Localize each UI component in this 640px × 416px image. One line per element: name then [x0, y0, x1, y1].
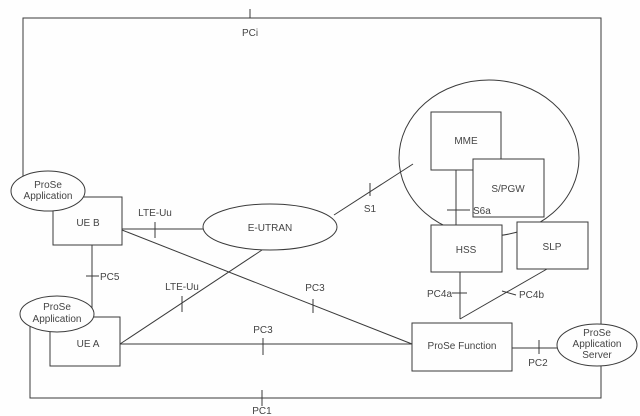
prose-app-a-node [19, 295, 95, 333]
prose-app-server-label-3: Server [582, 350, 612, 361]
prose-app-a-label-1: ProSe [43, 302, 71, 313]
eutran-node [202, 203, 338, 251]
ue-b-label: UE B [76, 218, 100, 229]
slp-box [516, 221, 589, 270]
prose-app-b-node [10, 170, 86, 212]
pc2-label: PC2 [528, 358, 548, 369]
prose-function-label: ProSe Function [428, 341, 497, 352]
pc4b-label: PC4b [519, 290, 544, 301]
s1-label: S1 [364, 204, 377, 215]
prose-app-server-label-2: Application [573, 339, 622, 350]
pc4a-label: PC4a [427, 289, 452, 300]
prose-app-a-label-2: Application [33, 314, 82, 325]
spgw-label: S/PGW [491, 184, 525, 195]
hss-label: HSS [456, 245, 477, 256]
spgw-box [472, 158, 545, 218]
eutran-label: E-UTRAN [248, 223, 292, 234]
pci-label: PCi [242, 28, 258, 39]
lte-uu-ue-a-connection [119, 249, 263, 345]
hss-box [430, 224, 503, 273]
prose-app-b-label-2: Application [24, 191, 73, 202]
prose-app-b-label-1: ProSe [34, 180, 62, 191]
mme-label: MME [454, 136, 478, 147]
prose-app-server-node [556, 323, 638, 367]
pc3-ue-b-connection [121, 229, 413, 345]
pc5-label: PC5 [100, 272, 120, 283]
pci-connection [22, 17, 602, 399]
lte-uu-ue-b-label: LTE-Uu [138, 208, 172, 219]
slp-label: SLP [543, 242, 562, 253]
prose-app-server-label-1: ProSe [583, 328, 611, 339]
s6a-label: S6a [473, 206, 491, 217]
pc4b-connection [459, 268, 548, 320]
pc3-ue-a-label: PC3 [253, 325, 273, 336]
pc4b-tick [501, 290, 517, 296]
pc1-label: PC1 [252, 406, 272, 416]
s1-connection [333, 163, 414, 216]
ue-a-label: UE A [77, 339, 100, 350]
pc3-ue-b-label: PC3 [305, 283, 325, 294]
lte-uu-ue-a-label: LTE-Uu [165, 282, 199, 293]
prose-function-box [411, 322, 513, 372]
